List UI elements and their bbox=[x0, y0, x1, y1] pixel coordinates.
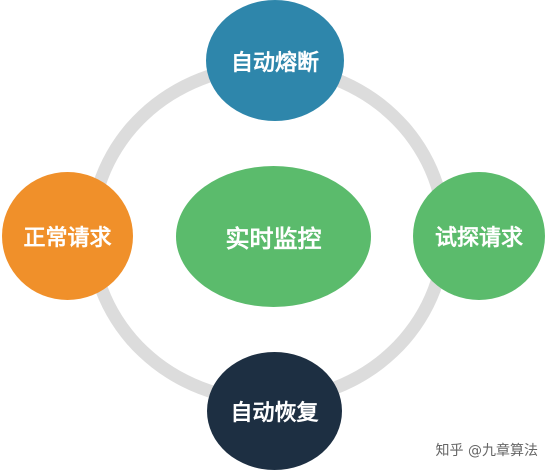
node-real-time-monitoring-label: 实时监控 bbox=[225, 225, 322, 253]
node-normal-request: 正常请求 bbox=[2, 172, 133, 300]
node-probe-request-label: 试探请求 bbox=[434, 226, 523, 251]
node-probe-request: 试探请求 bbox=[413, 172, 545, 300]
node-real-time-monitoring: 实时监控 bbox=[176, 166, 371, 307]
node-auto-circuit-break-label: 自动熔断 bbox=[230, 50, 319, 76]
watermark: 知乎 @九章算法 bbox=[435, 443, 538, 459]
node-auto-circuit-break: 自动熔断 bbox=[206, 0, 344, 121]
node-auto-recovery: 自动恢复 bbox=[207, 352, 342, 470]
node-auto-recovery-label: 自动恢复 bbox=[230, 401, 319, 426]
node-normal-request-label: 正常请求 bbox=[23, 226, 112, 251]
